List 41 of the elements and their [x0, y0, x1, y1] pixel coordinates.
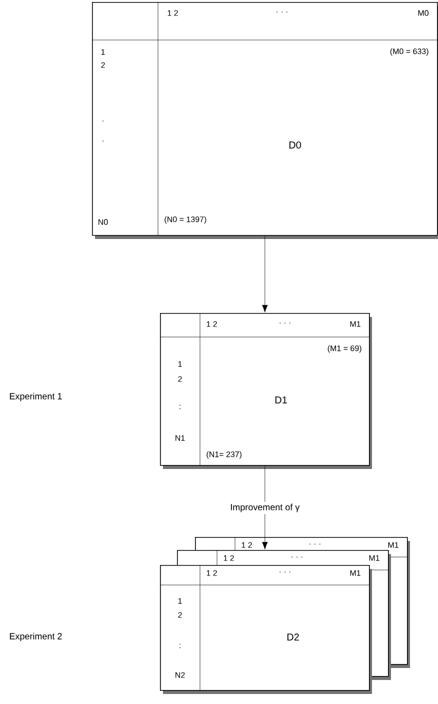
arrow — [262, 466, 268, 550]
ellipsis: · · · — [292, 556, 302, 558]
dimension-note: (N1= 237) — [206, 451, 242, 459]
row-header: 1 — [101, 49, 105, 55]
row-header: 1 — [178, 361, 182, 367]
column-header: 1 2 — [242, 542, 252, 548]
column-header: 1 2 — [168, 10, 178, 16]
dimension-note: (M0 = 633) — [390, 48, 428, 56]
matrix-table — [92, 2, 438, 239]
dimension-note: (N0 = 1397) — [164, 216, 206, 224]
edge-label: Improvement of γ — [228, 502, 302, 514]
column-header: M1 — [350, 321, 360, 327]
row-header: 2 — [178, 376, 182, 382]
row-header: N1 — [176, 435, 185, 441]
column-header: M0 — [418, 10, 428, 16]
matrix-label: D1 — [275, 396, 287, 404]
ellipsis: · · · — [280, 572, 290, 573]
column-header: M1 — [350, 570, 360, 576]
arrow — [262, 236, 268, 312]
row-header: 1 — [178, 598, 182, 604]
matrix-table — [160, 564, 372, 694]
column-header: M1 — [388, 542, 398, 548]
side-label: Experiment 2 — [10, 632, 62, 642]
matrix-table — [160, 312, 372, 469]
matrix-label: D2 — [287, 634, 299, 640]
column-header: M1 — [369, 555, 380, 561]
row-header: 2 — [101, 62, 105, 68]
ellipsis: · — [102, 140, 104, 142]
side-label: Experiment 1 — [10, 392, 62, 402]
row-header: N0 — [98, 219, 108, 225]
ellipsis: · · · — [310, 544, 320, 545]
row-header: 2 — [178, 612, 182, 618]
column-header: 1 2 — [206, 321, 217, 327]
ellipsis: · · · — [276, 12, 288, 13]
dimension-note: (M1 = 69) — [328, 345, 362, 353]
column-header: 1 2 — [224, 555, 234, 561]
column-header: 1 2 — [206, 570, 217, 576]
ellipsis: · — [102, 120, 104, 122]
ellipsis: · · · — [280, 322, 290, 324]
matrix-label: D0 — [289, 141, 301, 149]
row-header: N2 — [176, 672, 185, 678]
